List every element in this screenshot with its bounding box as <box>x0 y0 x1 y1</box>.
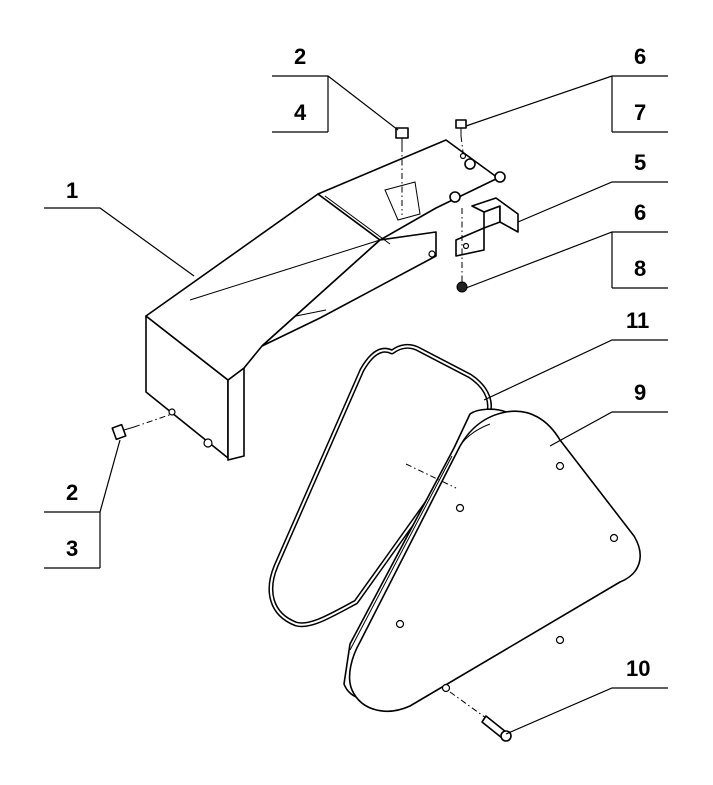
bolt-7 <box>455 119 467 153</box>
mounting-bracket <box>455 197 519 257</box>
triangular-cover <box>343 408 641 712</box>
callout-3: 3 <box>66 536 78 561</box>
nut-8 <box>456 208 468 293</box>
callout-11: 11 <box>626 308 649 333</box>
callout-6-mid: 6 <box>634 200 646 225</box>
drive-belt <box>268 343 492 628</box>
bolt-3 <box>111 413 173 441</box>
belt-cover-hood <box>145 139 499 461</box>
callout-7: 7 <box>634 100 646 125</box>
bolt-4 <box>395 127 409 215</box>
washer-mid <box>449 191 461 203</box>
callout-2-left: 2 <box>66 480 78 505</box>
washer-right <box>494 171 506 183</box>
callout-labels: 1 2 4 6 7 5 6 8 11 9 2 3 10 <box>66 44 650 681</box>
callout-8: 8 <box>634 256 646 281</box>
callout-9: 9 <box>634 380 646 405</box>
callout-10: 10 <box>626 656 650 681</box>
callout-1: 1 <box>66 178 78 203</box>
callout-2-top: 2 <box>294 44 306 69</box>
bolt-10 <box>449 691 512 742</box>
washer-top <box>464 158 476 170</box>
callout-6-top: 6 <box>634 44 646 69</box>
callout-lines <box>44 75 668 735</box>
callout-5: 5 <box>634 150 646 175</box>
callout-4: 4 <box>294 100 307 125</box>
